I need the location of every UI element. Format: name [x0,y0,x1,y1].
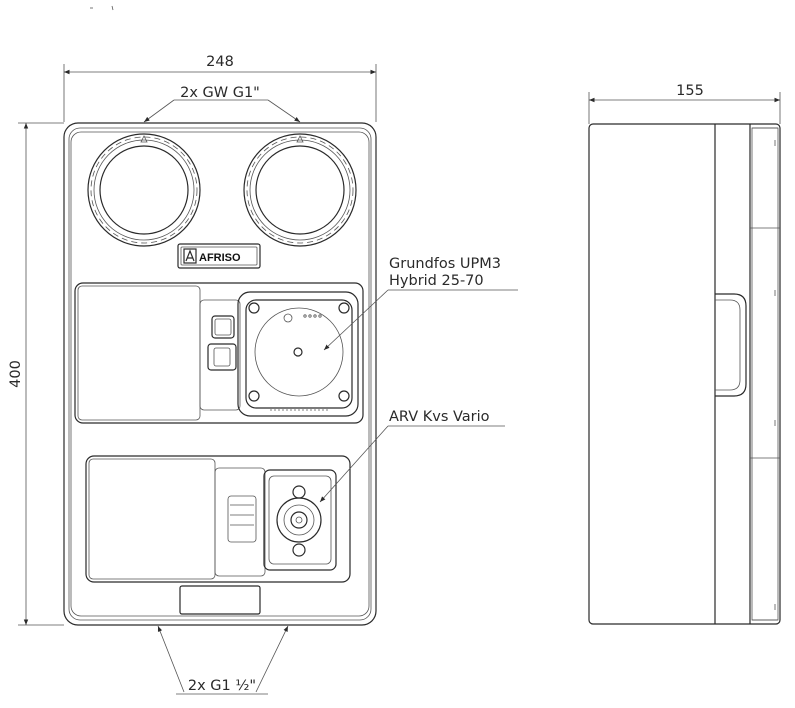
top-connections-callout: 2x GW G1" [143,85,301,123]
valve-label: ARV Kvs Vario [389,409,490,425]
valve-icon [263,469,337,571]
top-connections-label: 2x GW G1" [180,85,260,101]
front-view: AFRISO [63,122,377,626]
afriso-badge: AFRISO [177,243,261,269]
brand-label: AFRISO [199,252,241,264]
dimension-width: 248 [63,54,377,122]
pump-label-line1: Grundfos UPM3 [389,256,501,272]
bottom-connections-callout: 2x G1 ½" [157,625,289,695]
corner-mark [90,5,114,11]
dimension-height-label: 400 [8,360,24,388]
valve-callout: ARV Kvs Vario [319,409,505,503]
dimension-depth: 155 [588,83,781,124]
pump-callout: Grundfos UPM3 Hybrid 25-70 [323,256,518,351]
bottom-connections-label: 2x G1 ½" [188,678,256,694]
valve-compartment [85,455,351,583]
thermometer-gauge-icon [243,133,357,247]
bottom-label-slot [179,585,261,615]
pump-icon [237,291,359,417]
dimension-height: 400 [8,122,64,626]
thermometer-gauge-icon [87,133,201,247]
side-view [588,123,781,625]
dimension-width-label: 248 [206,54,234,70]
afriso-logo-icon [183,248,197,264]
pump-compartment [74,282,364,424]
pump-label-line2: Hybrid 25-70 [389,273,484,289]
dimension-depth-label: 155 [676,83,704,99]
